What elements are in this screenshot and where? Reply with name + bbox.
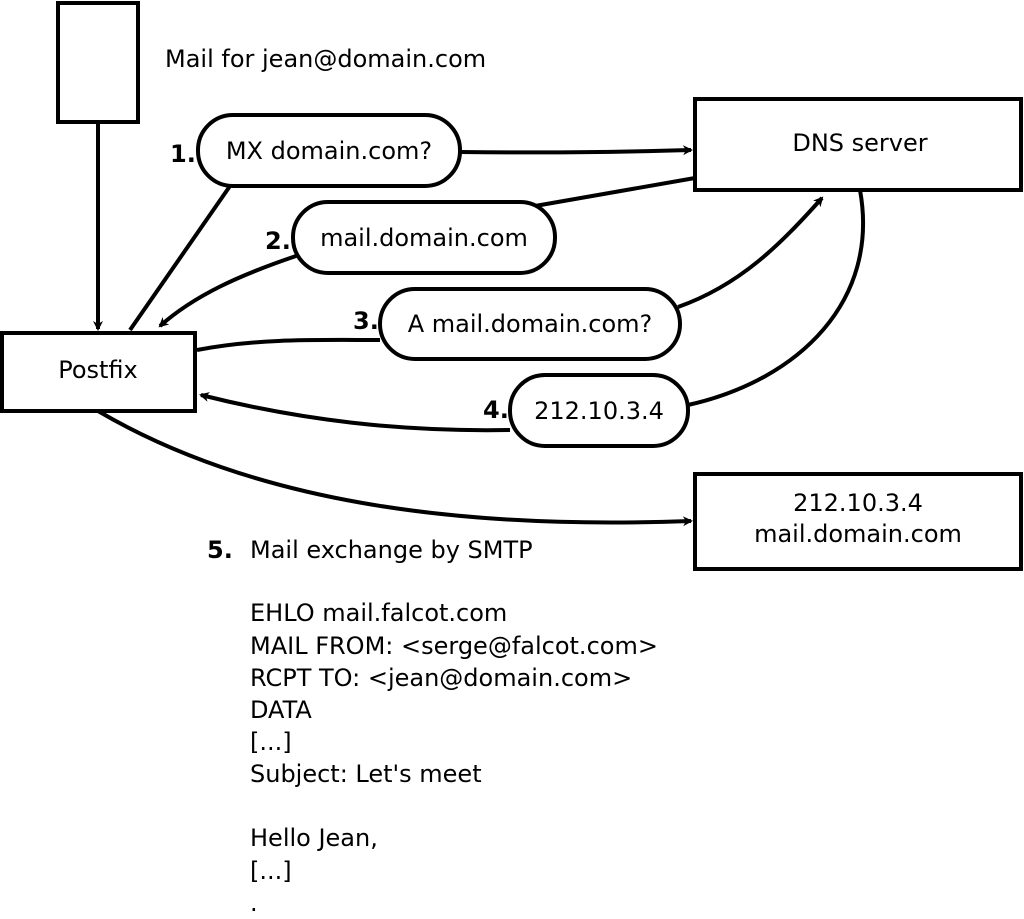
bubble-a-query [378, 287, 682, 361]
smtp-line: MAIL FROM: <serge@falcot.com> [250, 632, 658, 660]
step-number-3: 3. [353, 307, 379, 335]
bubble-a-query-text: A mail.domain.com? [408, 310, 653, 338]
mail-label: Mail for jean@domain.com [165, 45, 486, 73]
smtp-line: [...] [250, 728, 292, 756]
line-dns-to-reply-4 [687, 189, 866, 407]
arrow-reply-2-to-postfix [158, 254, 297, 328]
arrow-postfix-to-mail-server [96, 409, 693, 527]
step-number-1: 1. [170, 140, 196, 168]
bubble-mx-reply-text: mail.domain.com [320, 224, 528, 252]
dns-server-label: DNS server [792, 129, 927, 157]
line-postfix-to-query-3 [196, 337, 381, 352]
step-number-2: 2. [265, 227, 291, 255]
line-postfix-to-query-1 [128, 184, 232, 332]
smtp-line: EHLO mail.falcot.com [250, 599, 507, 627]
mail-server-ip: 212.10.3.4 [793, 489, 923, 517]
smtp-line: RCPT TO: <jean@domain.com> [250, 664, 632, 692]
bubble-mx-query [196, 113, 462, 188]
bubble-mx-query-text: MX domain.com? [226, 137, 432, 165]
smtp-line: DATA [250, 696, 312, 724]
arrow-query-3-to-dns [677, 196, 824, 309]
smtp-line: . [250, 889, 258, 917]
smtp-line: Hello Jean, [250, 824, 378, 852]
dns-server-box [693, 97, 1023, 192]
bubble-a-reply [508, 373, 690, 448]
bubble-a-reply-text: 212.10.3.4 [534, 397, 664, 425]
step-number-5: 5. [207, 536, 233, 564]
mail-box [56, 1, 140, 124]
smtp-heading: Mail exchange by SMTP [250, 536, 533, 564]
mail-server-host: mail.domain.com [754, 520, 962, 548]
arrow-query-1-to-dns [459, 145, 693, 156]
postfix-label: Postfix [58, 356, 138, 384]
bubble-mx-reply [291, 200, 557, 275]
smtp-line: Subject: Let's meet [250, 760, 482, 788]
mail-server-box [693, 472, 1023, 571]
step-number-4: 4. [483, 396, 509, 424]
arrow-reply-4-to-postfix [199, 392, 511, 433]
line-dns-to-reply-2 [534, 176, 696, 208]
smtp-line: [...] [250, 857, 292, 885]
postfix-box [0, 331, 197, 413]
